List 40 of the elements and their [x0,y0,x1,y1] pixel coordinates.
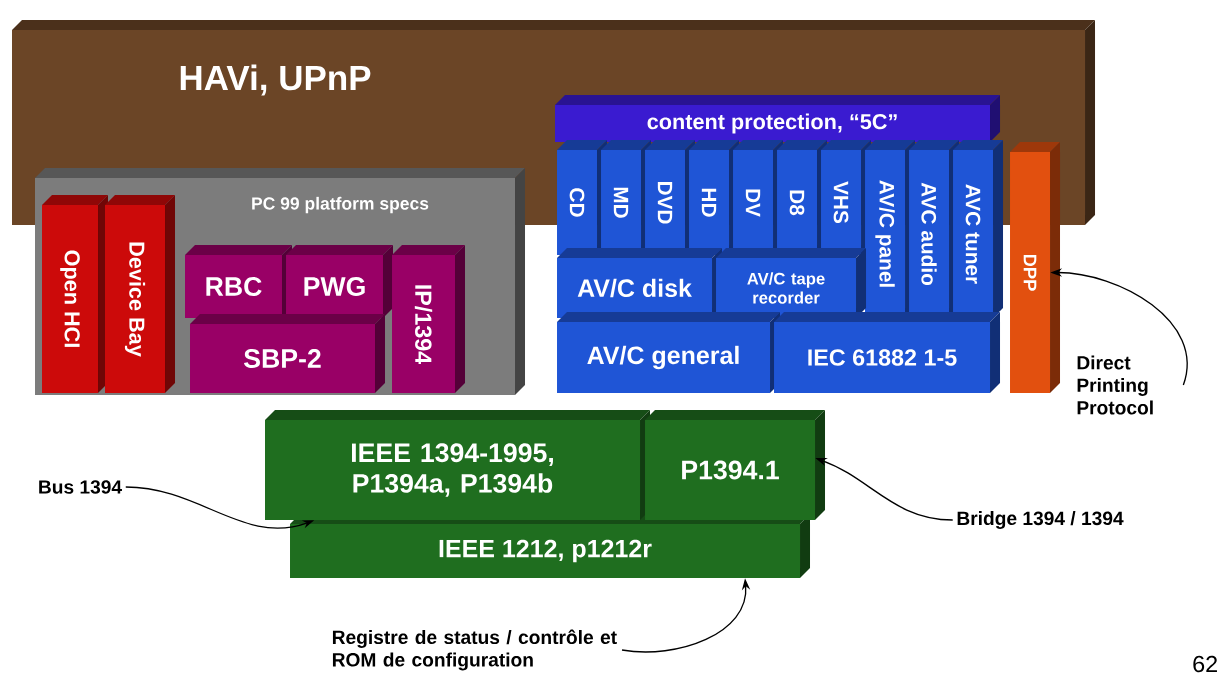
annotation-text: Direct Printing Protocol [1077,355,1153,415]
layer-column: DV [733,140,783,255]
node-label: MD [613,187,629,218]
layer-block: AV/C disk [557,248,722,318]
node-label: IEEE 1212, p1212r [439,539,652,563]
layer-block: SBP-2 [190,314,385,393]
annotation-text: Registre de status / contrôle et ROM de configuration [332,629,617,671]
layer-block: RBC [185,245,292,318]
layer-block: IEEE 1212, p1212r [290,514,810,578]
layer-block: IP/1394 [392,245,465,393]
annotation-text: Bus 1394 [39,480,122,494]
node-label: DV [745,189,761,217]
node-label: AV/C general [587,345,739,370]
layer-band: content protection, “5C” [555,95,1000,142]
layer-block: IEEE 1394-1995, P1394a, P1394b [265,410,650,520]
node-label: Open HCI [60,250,80,347]
node-label: HD [701,188,717,217]
layer-block: PWG [286,245,393,318]
layer-block: AV/C general [557,312,780,393]
page-number: 62 [1193,655,1217,673]
layer-column: DVD [645,140,695,255]
node-label: AV/C disk [577,278,692,298]
layer-block: P1394.1 [645,410,825,520]
node-label: CD [569,188,585,217]
layer-column: DPP [1010,142,1060,393]
layer-block: Open HCI [42,195,108,393]
layer-column: AV/C panel [865,140,915,318]
layer-column: D8 [777,140,827,255]
node-label: VHS [833,181,849,224]
annotation-text: Bridge 1394 / 1394 [957,511,1124,529]
layer-column: AVC tuner [953,140,1003,318]
layer-block: AV/C tape recorder [716,248,866,318]
layer-block: IEC 61882 1-5 [774,312,1000,393]
layer-column: AVC audio [909,140,959,318]
layer-column: MD [601,140,651,255]
node-label: DVD [657,181,673,224]
node-label: IEEE 1394-1995, P1394a, P1394b [351,443,553,497]
node-label: RBC [206,277,262,296]
node-label: D8 [789,190,805,216]
layer-block: Device Bay [105,195,175,393]
